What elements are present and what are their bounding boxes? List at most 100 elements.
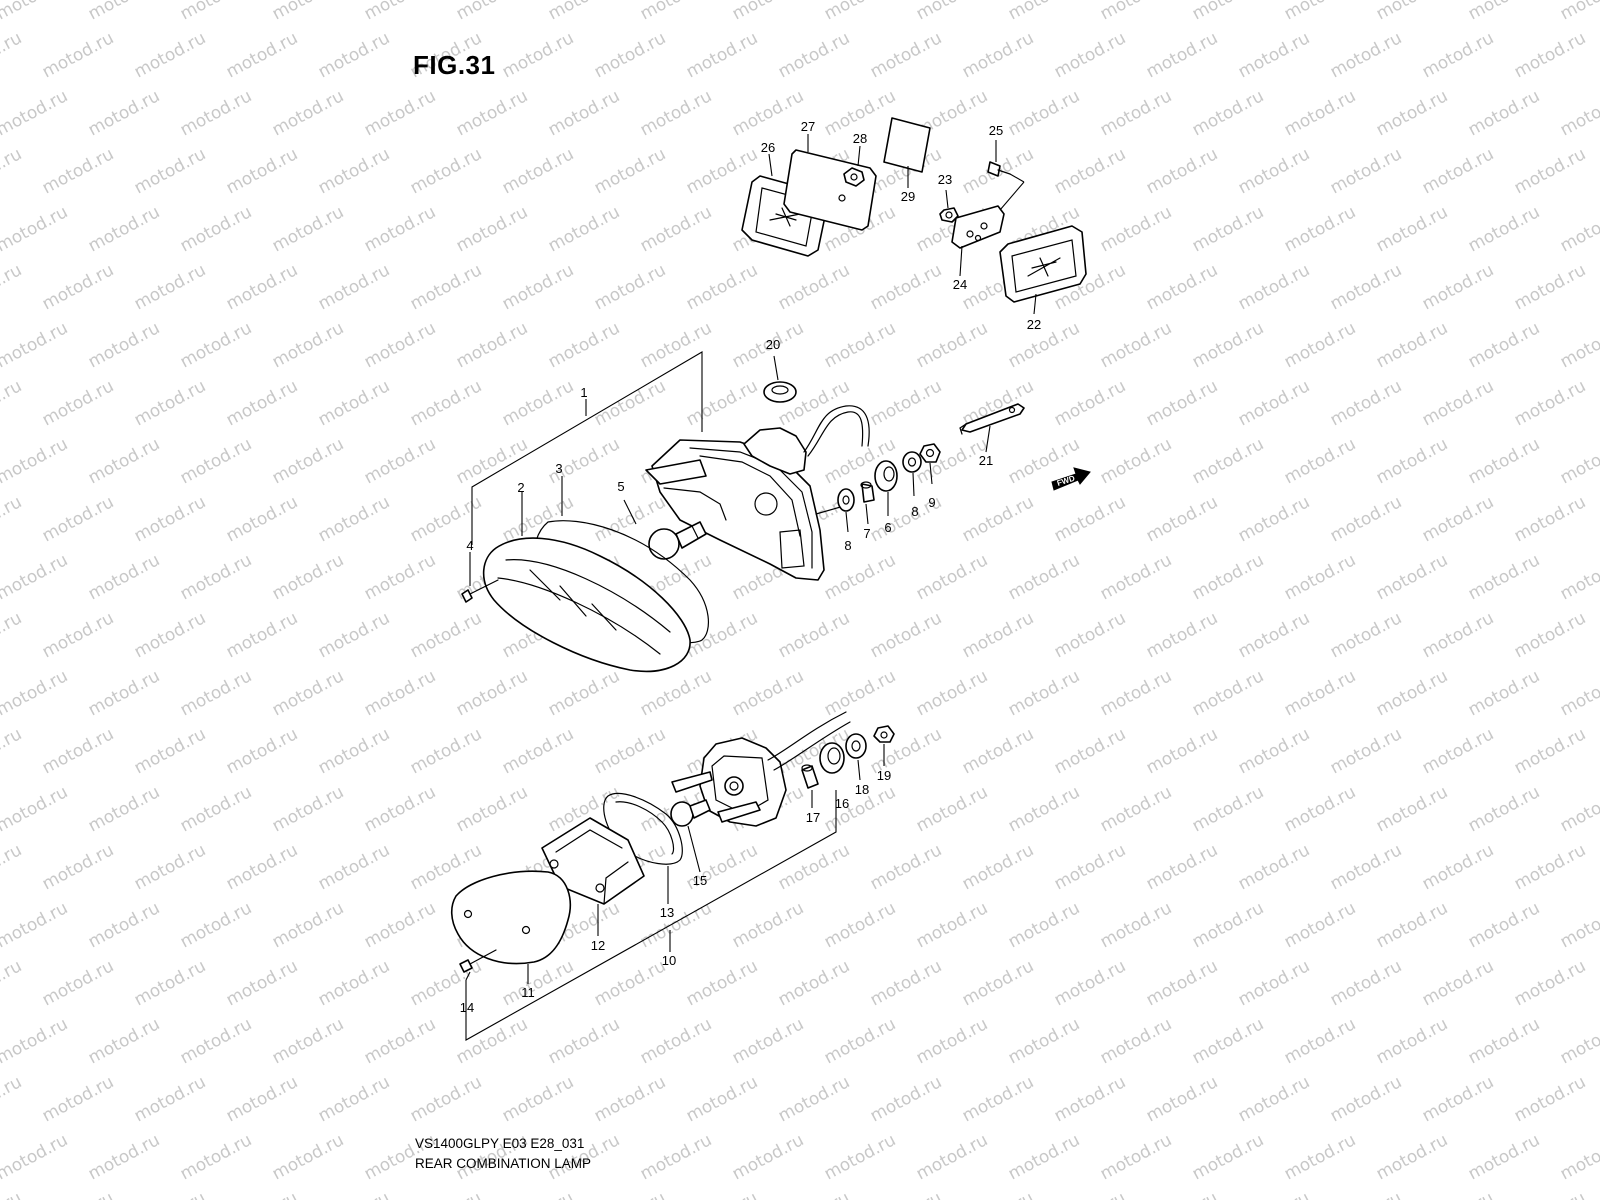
callout-2: 2 — [517, 480, 524, 495]
watermark-text: motod.ru — [1005, 782, 1083, 836]
watermark-text: motod.ru — [1373, 666, 1451, 720]
watermark-text: motod.ru — [453, 782, 531, 836]
watermark-text: motod.ru — [1465, 1130, 1543, 1184]
watermark-text: motod.ru — [1511, 144, 1589, 198]
watermark-text: motod.ru — [545, 666, 623, 720]
watermark-text: motod.ru — [131, 1188, 209, 1200]
watermark-text: motod.ru — [1281, 86, 1359, 140]
callout-26: 26 — [761, 140, 775, 155]
watermark-text: motod.ru — [315, 492, 393, 546]
watermark-text: motod.ru — [867, 1188, 945, 1200]
watermark-text: motod.ru — [269, 1130, 347, 1184]
watermark-text: motod.ru — [1327, 492, 1405, 546]
watermark-text: motod.ru — [1143, 376, 1221, 430]
watermark-text: motod.ru — [913, 898, 991, 952]
watermark-text: motod.ru — [1511, 492, 1589, 546]
watermark-text: motod.ru — [1281, 0, 1359, 24]
watermark-text: motod.ru — [361, 202, 439, 256]
watermark-text: motod.ru — [1189, 1014, 1267, 1068]
watermark-text: motod.ru — [85, 898, 163, 952]
watermark-text: motod.ru — [913, 1014, 991, 1068]
watermark-text: motod.ru — [1557, 202, 1600, 256]
watermark-text: motod.ru — [821, 0, 899, 24]
callout-8b: 8 — [911, 504, 918, 519]
watermark-text: motod.ru — [1373, 550, 1451, 604]
watermark-text: motod.ru — [729, 0, 807, 24]
watermark-text: motod.ru — [0, 840, 25, 894]
watermark-text: motod.ru — [1189, 318, 1267, 372]
watermark-text: motod.ru — [775, 608, 853, 662]
watermark-text: motod.ru — [269, 666, 347, 720]
watermark-text: motod.ru — [407, 260, 485, 314]
watermark-text: motod.ru — [0, 376, 25, 430]
watermark-text: motod.ru — [39, 724, 117, 778]
part-9-nut — [919, 443, 941, 463]
watermark-text: motod.ru — [1557, 898, 1600, 952]
watermark-text: motod.ru — [959, 608, 1037, 662]
watermark-text: motod.ru — [867, 1072, 945, 1126]
watermark-text: motod.ru — [453, 0, 531, 24]
watermark-text: motod.ru — [85, 1014, 163, 1068]
watermark-text: motod.ru — [1373, 318, 1451, 372]
watermark-text: motod.ru — [39, 956, 117, 1010]
watermark-text: motod.ru — [1189, 0, 1267, 24]
assembly-name-caption: REAR COMBINATION LAMP — [415, 1156, 592, 1171]
watermark-text: motod.ru — [545, 202, 623, 256]
watermark-text: motod.ru — [1419, 608, 1497, 662]
watermark-text: motod.ru — [1557, 666, 1600, 720]
watermark-text: motod.ru — [85, 782, 163, 836]
watermark-text: motod.ru — [959, 724, 1037, 778]
watermark-text: motod.ru — [361, 434, 439, 488]
watermark-text: motod.ru — [269, 1014, 347, 1068]
watermark-text: motod.ru — [1465, 898, 1543, 952]
watermark-text: motod.ru — [1281, 1130, 1359, 1184]
watermark-text: motod.ru — [1097, 550, 1175, 604]
watermark-text: motod.ru — [729, 666, 807, 720]
watermark-text: motod.ru — [1511, 28, 1589, 82]
watermark-text: motod.ru — [1143, 724, 1221, 778]
watermark-text: motod.ru — [545, 86, 623, 140]
watermark-text: motod.ru — [1373, 434, 1451, 488]
watermark-text: motod.ru — [39, 144, 117, 198]
watermark-text: motod.ru — [1005, 318, 1083, 372]
watermark-text: motod.ru — [1327, 956, 1405, 1010]
watermark-text: motod.ru — [1373, 0, 1451, 24]
watermark-text: motod.ru — [269, 0, 347, 24]
watermark-text: motod.ru — [499, 376, 577, 430]
watermark-text: motod.ru — [131, 956, 209, 1010]
watermark-text: motod.ru — [729, 1014, 807, 1068]
watermark-text: motod.ru — [361, 1014, 439, 1068]
watermark-text: motod.ru — [0, 1072, 25, 1126]
watermark-text: motod.ru — [131, 724, 209, 778]
callout-labels: 1 2 3 4 5 6 7 8 8 9 10 11 12 13 14 15 16… — [460, 119, 1041, 1015]
watermark-text: motod.ru — [269, 898, 347, 952]
watermark-text: motod.ru — [683, 28, 761, 82]
watermark-text: motod.ru — [1189, 434, 1267, 488]
callout-13: 13 — [660, 905, 674, 920]
watermark-text: motod.ru — [0, 666, 71, 720]
watermark-text: motod.ru — [131, 260, 209, 314]
watermark-text: motod.ru — [867, 260, 945, 314]
watermark-text: motod.ru — [591, 376, 669, 430]
watermark-text: motod.ru — [1235, 28, 1313, 82]
watermark-text: motod.ru — [913, 0, 991, 24]
watermark-text: motod.ru — [499, 1188, 577, 1200]
callout-16: 16 — [835, 796, 849, 811]
watermark-text: motod.ru — [1235, 260, 1313, 314]
watermark-text: motod.ru — [1097, 202, 1175, 256]
watermark-text: motod.ru — [315, 28, 393, 82]
watermark-text: motod.ru — [637, 318, 715, 372]
watermark-text: motod.ru — [591, 724, 669, 778]
watermark-text: motod.ru — [315, 144, 393, 198]
watermark-text: motod.ru — [0, 1130, 71, 1184]
callout-18: 18 — [855, 782, 869, 797]
main-assembly-bracket — [469, 351, 991, 586]
watermark-text: motod.ru — [223, 492, 301, 546]
watermark-text: motod.ru — [775, 260, 853, 314]
watermark-text: motod.ru — [1097, 1130, 1175, 1184]
watermark-text: motod.ru — [177, 86, 255, 140]
watermark-text: motod.ru — [177, 434, 255, 488]
watermark-text: motod.ru — [1465, 86, 1543, 140]
watermark-text: motod.ru — [1051, 492, 1129, 546]
watermark-text: motod.ru — [1557, 434, 1600, 488]
